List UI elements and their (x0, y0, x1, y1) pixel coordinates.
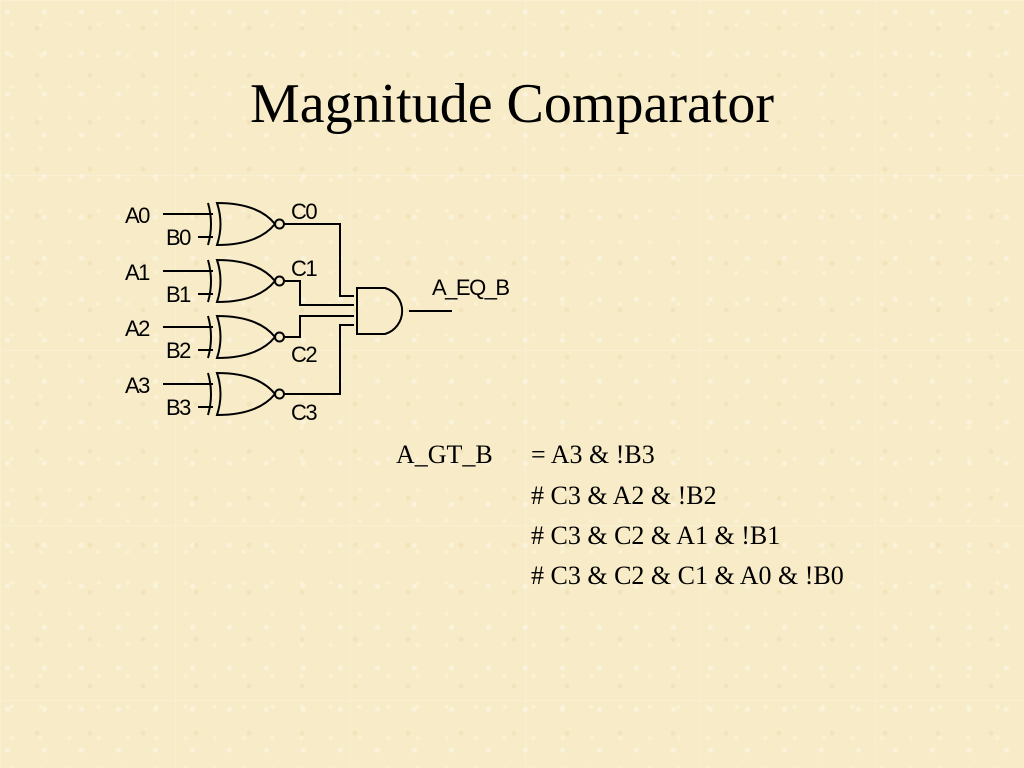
label-c1: C1 (291, 256, 317, 281)
b-input-wires (198, 236, 213, 408)
equation-lhs: A_GT_B (396, 440, 493, 469)
label-a2: A2 (125, 316, 150, 341)
slide-title: Magnitude Comparator (249, 73, 775, 135)
label-b3: B3 (166, 395, 191, 420)
label-c3: C3 (291, 400, 317, 425)
label-a3: A3 (125, 373, 150, 398)
label-a0: A0 (125, 203, 150, 228)
xnor-gate-2 (207, 314, 285, 360)
equation-line-4: # C3 & C2 & C1 & A0 & !B0 (531, 561, 844, 590)
label-b2: B2 (166, 338, 191, 363)
c-output-wires (284, 223, 354, 395)
xnor-gate-1 (207, 258, 285, 304)
xnor-gate-0 (207, 201, 285, 247)
label-a1: A1 (125, 260, 150, 285)
and-gate (356, 287, 404, 335)
label-c0: C0 (291, 199, 317, 224)
label-c2: C2 (291, 342, 317, 367)
label-output: A_EQ_B (432, 275, 509, 300)
equation-line-2: # C3 & A2 & !B2 (531, 481, 717, 510)
label-b1: B1 (166, 282, 191, 307)
equation-line-1: = A3 & !B3 (531, 440, 655, 469)
a-input-wires (163, 213, 213, 385)
xnor-gate-3 (207, 371, 285, 417)
equation-line-3: # C3 & C2 & A1 & !B1 (531, 521, 781, 550)
label-b0: B0 (166, 225, 191, 250)
